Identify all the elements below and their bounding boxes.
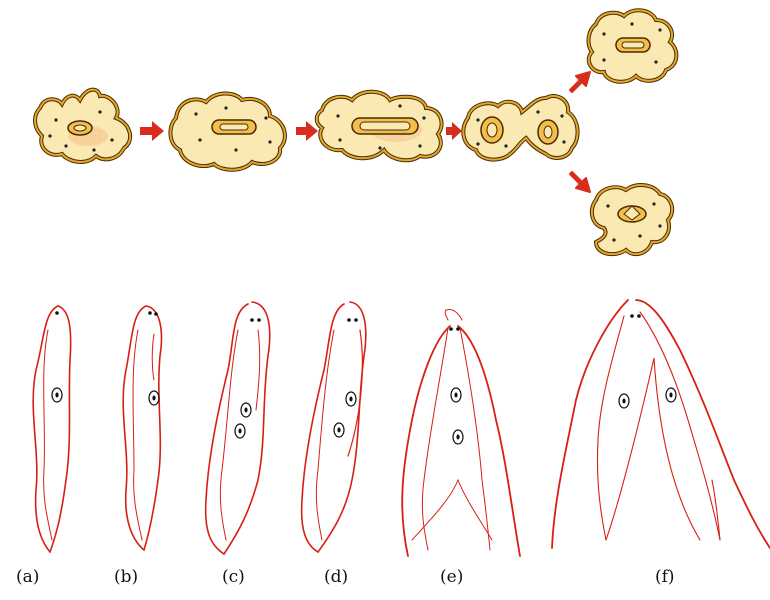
arrow-right-icon <box>296 121 318 141</box>
stage-label-b: (b) <box>114 567 139 587</box>
daughter-amoeba-bottom <box>589 183 675 257</box>
amoeba-stage-1 <box>33 87 133 164</box>
stage-label-d: (d) <box>324 567 349 587</box>
amoeba-stage-2 <box>168 91 287 172</box>
arrow-down-right-icon <box>569 171 591 193</box>
leishmania-fission-sequence <box>32 299 770 557</box>
leishmania-stage-d <box>300 301 367 553</box>
leishmania-stage-c <box>204 301 271 555</box>
stage-label-f: (f) <box>655 567 675 587</box>
leishmania-stage-a <box>32 305 72 553</box>
daughter-amoeba-top <box>586 8 679 84</box>
stage-label-e: (e) <box>440 567 464 587</box>
amoeba-fission-sequence <box>33 8 679 257</box>
amoeba-stage-4 <box>461 93 580 162</box>
amoeba-stage-3 <box>314 89 444 163</box>
leishmania-stage-e <box>401 309 521 557</box>
stage-label-a: (a) <box>16 567 40 587</box>
leishmania-stage-b <box>122 305 163 551</box>
arrow-up-right-icon <box>569 71 591 93</box>
arrow-right-icon <box>446 122 462 140</box>
leishmania-stage-f <box>551 299 770 549</box>
stage-label-c: (c) <box>222 567 245 587</box>
arrow-right-icon <box>140 121 164 141</box>
